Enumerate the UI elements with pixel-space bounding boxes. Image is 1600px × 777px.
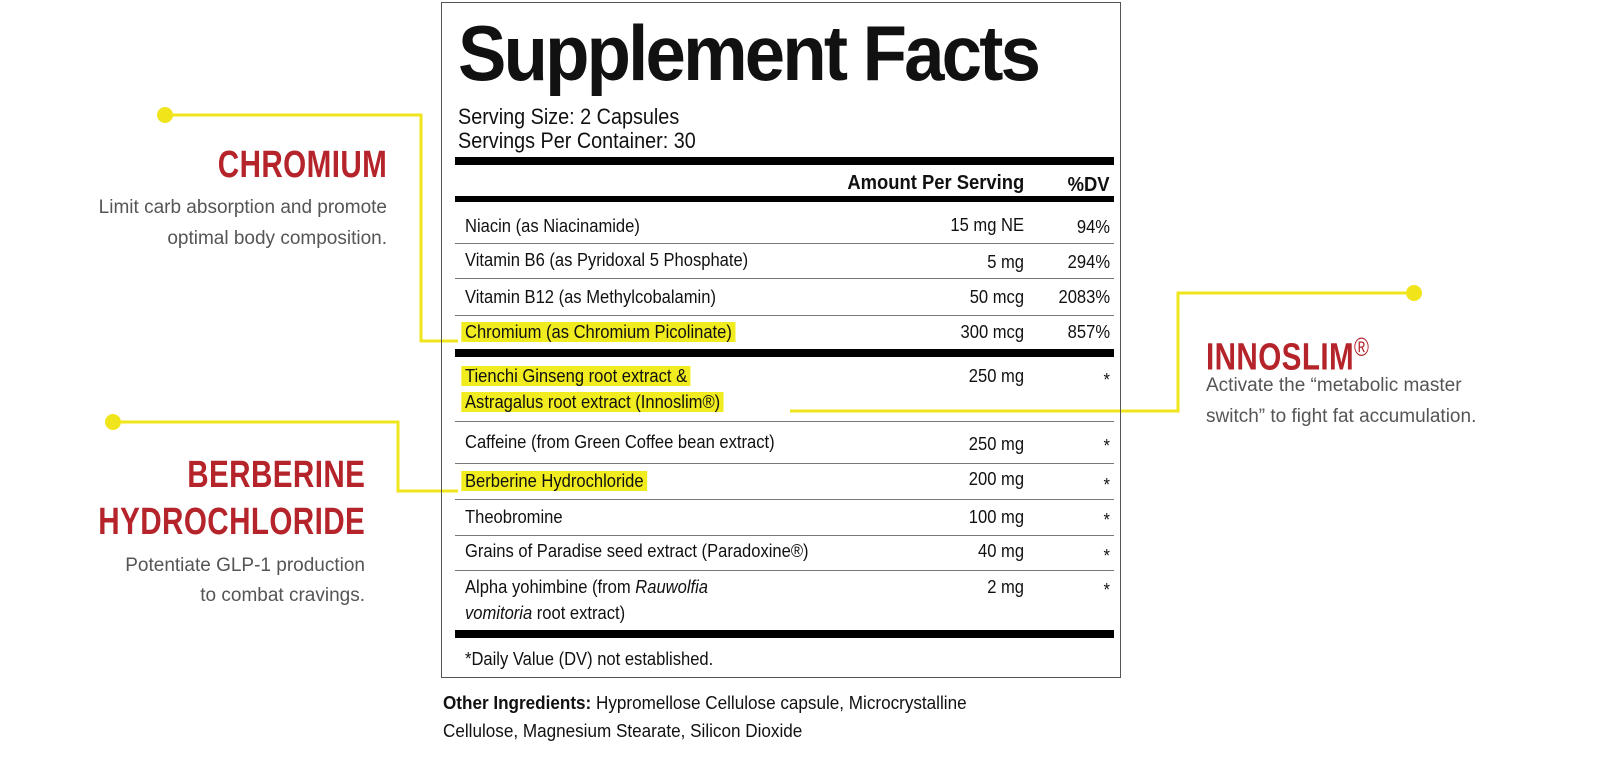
italic-text: vomitoria [465,603,533,623]
row-amount: 250 mg [968,366,1024,386]
berberine-callout-title2: HYDROCHLORIDE [98,501,365,543]
innoslim-callout-title: INNOSLIM® [1206,325,1369,380]
row-amount: 5 mg [987,252,1024,272]
row-amount: 50 mcg [969,287,1024,307]
other-ingredients-label: Other Ingredients: [443,693,592,713]
berberine-callout-desc2: to combat cravings. [200,585,365,606]
chromium-dot [157,107,173,123]
innoslim-title-text: INNOSLIM [1206,336,1355,379]
row-name-yohimbine-1: Alpha yohimbine (from Rauwolfia [465,574,708,600]
chromium-callout-title: CHROMIUM [217,144,387,186]
innoslim-callout-desc2: switch” to fight fat accumulation. [1206,406,1477,427]
row-dv: 2083% [1058,287,1110,307]
row-dv: 857% [1067,322,1110,342]
row-amount: 250 mg [968,434,1024,454]
highlighted-text: Astragalus root extract (Innoslim®) [461,392,724,412]
footnote: *Daily Value (DV) not established. [465,649,714,669]
row-name: Vitamin B6 (as Pyridoxal 5 Phosphate) [465,250,749,270]
row-dv: * [1103,370,1110,390]
row-name: Vitamin B12 (as Methylcobalamin) [465,287,716,307]
chromium-callout-desc1: Limit carb absorption and promote [98,197,387,218]
row-dv: 294% [1067,252,1110,272]
header-dv: %DV [1068,174,1110,196]
row-name: Grains of Paradise seed extract (Paradox… [465,541,809,561]
row-dv: * [1103,580,1110,600]
row-divider [455,499,1114,500]
registered-mark: ® [1354,332,1370,362]
divider [455,630,1114,638]
row-name: Niacin (as Niacinamide) [465,216,640,236]
row-name-innoslim-1: Tienchi Ginseng root extract & [461,363,691,389]
highlighted-text: Chromium (as Chromium Picolinate) [461,322,736,342]
row-amount: 15 mg NE [950,215,1024,235]
servings-per-container: Servings Per Container: 30 [458,128,696,153]
berberine-dot [105,414,121,430]
divider [455,157,1114,165]
chromium-connector [165,113,458,343]
row-dv: * [1103,436,1110,456]
row-amount: 100 mg [968,507,1024,527]
innoslim-connector [790,291,1414,413]
row-divider [455,463,1114,464]
highlighted-text: Tienchi Ginseng root extract & [461,366,691,386]
panel-title: Supplement Facts [458,9,1041,97]
highlighted-text: Berberine Hydrochloride [461,471,648,491]
innoslim-dot [1406,285,1422,301]
other-ingredients-text: Hypromellose Cellulose capsule, Microcry… [591,693,967,713]
header-amount: Amount Per Serving [847,172,1024,194]
row-divider [455,278,1114,279]
row-divider [455,315,1114,316]
row-dv: * [1103,475,1110,495]
serving-size: Serving Size: 2 Capsules [458,104,680,129]
row-amount: 300 mcg [960,322,1024,342]
row-dv: * [1103,510,1110,530]
row-name-yohimbine-2: vomitoria root extract) [465,600,625,626]
berberine-callout-title1: BERBERINE [186,454,365,496]
row-divider [455,243,1114,244]
divider [455,349,1114,357]
text: Alpha yohimbine (from [465,577,636,597]
row-name-berberine: Berberine Hydrochloride [461,468,648,494]
row-dv: * [1103,546,1110,566]
row-amount: 2 mg [987,577,1024,597]
row-divider [455,421,1114,422]
berberine-connector [113,420,458,493]
other-ingredients-line1: Other Ingredients: Hypromellose Cellulos… [443,689,967,717]
text: root extract) [532,603,626,623]
innoslim-callout-desc1: Activate the “metabolic master [1206,375,1462,396]
supplement-facts-panel [441,2,1121,678]
row-name: Caffeine (from Green Coffee bean extract… [465,432,775,452]
chromium-callout-desc2: optimal body composition. [167,228,387,249]
row-amount: 40 mg [977,541,1024,561]
berberine-callout-desc1: Potentiate GLP-1 production [125,555,365,576]
divider [455,196,1114,202]
row-divider [455,535,1114,536]
row-name: Theobromine [465,507,563,527]
row-name-chromium: Chromium (as Chromium Picolinate) [461,319,736,345]
row-dv: 94% [1076,217,1110,237]
italic-text: Rauwolfia [635,577,709,597]
row-name-innoslim-2: Astragalus root extract (Innoslim®) [461,389,724,415]
row-amount: 200 mg [968,469,1024,489]
row-divider [455,570,1114,571]
other-ingredients-line2: Cellulose, Magnesium Stearate, Silicon D… [443,721,803,741]
